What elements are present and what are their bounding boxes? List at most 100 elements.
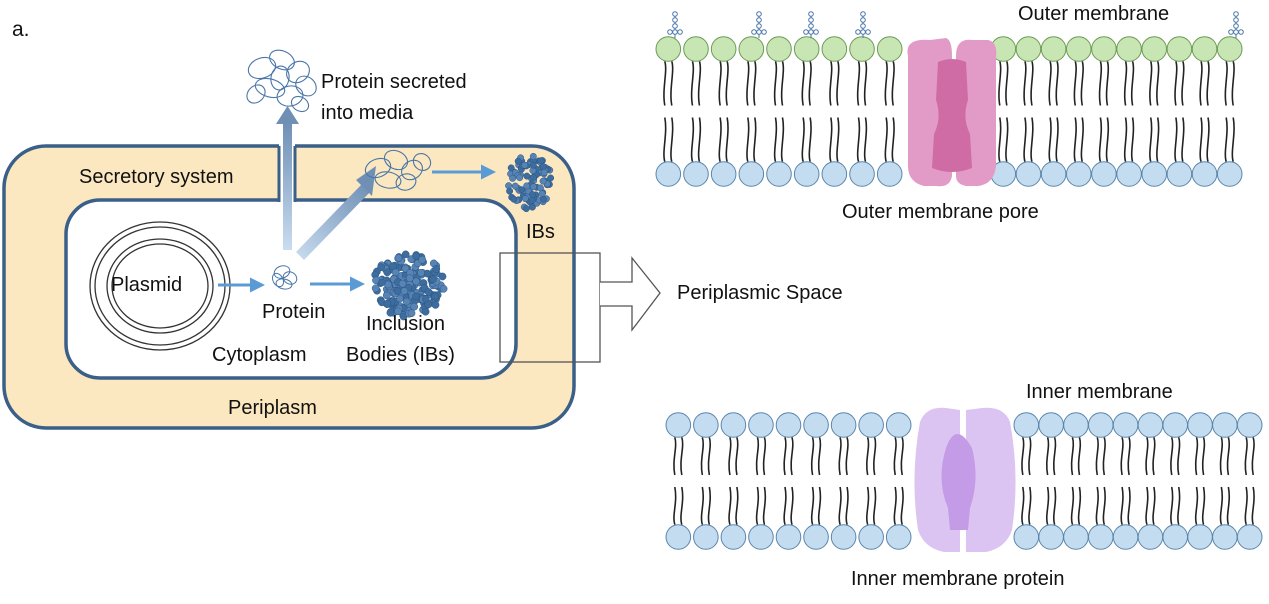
lipid-head xyxy=(720,524,747,550)
lipid-tail xyxy=(753,61,757,106)
lipid-head xyxy=(821,36,848,62)
lipid-tail xyxy=(810,437,815,476)
lipid-tail xyxy=(1052,486,1057,525)
aggregate-dot xyxy=(405,274,414,283)
ibs-label: IBs xyxy=(526,221,555,243)
lipid-tail xyxy=(856,61,861,106)
aggregate-dot xyxy=(401,264,410,273)
lipid-tail xyxy=(1174,61,1178,106)
lipid-tail xyxy=(1095,486,1099,525)
lipid-head xyxy=(1162,524,1189,550)
lipid-tail xyxy=(1105,117,1110,162)
lipid-head xyxy=(858,524,884,550)
lipid-tail xyxy=(1023,117,1027,162)
outer-membrane-pore xyxy=(907,38,997,187)
lipid-head xyxy=(1116,161,1142,187)
lipid-tail xyxy=(884,61,888,106)
lipid-tail xyxy=(900,437,904,476)
lipid-tail xyxy=(900,486,904,525)
lipid-tail xyxy=(1145,486,1149,525)
aggregate-dot xyxy=(393,287,402,295)
plasmid-label: Plasmid xyxy=(111,274,182,296)
lipid-tail xyxy=(1219,486,1224,525)
panel-label: a. xyxy=(12,18,30,41)
aggregate-dot xyxy=(400,287,409,295)
lipid-head xyxy=(858,412,884,438)
lipid-tail xyxy=(1201,486,1206,525)
lipid-tail xyxy=(838,486,842,525)
lipid-tail xyxy=(1231,61,1235,106)
lipid-tail xyxy=(690,61,695,106)
lipid-head xyxy=(1187,524,1213,550)
lipid-head xyxy=(1063,412,1089,438)
lipid-tail xyxy=(1021,437,1025,476)
lipid-tail xyxy=(1120,437,1124,476)
aggregate-dot xyxy=(389,262,397,270)
lipid-tail xyxy=(1244,437,1248,476)
lipid-tail xyxy=(707,437,711,476)
lipid-tail xyxy=(1105,61,1110,106)
lipid-head xyxy=(748,412,774,438)
cytoplasm-label: Cytoplasm xyxy=(212,344,306,366)
lipid-head xyxy=(1091,161,1117,187)
lipid-tail xyxy=(1055,117,1059,162)
lipid-tail xyxy=(670,61,674,106)
lipid-tail xyxy=(1226,437,1231,476)
lipid-head xyxy=(830,524,857,550)
aggregate-dot xyxy=(396,294,404,303)
lipid-head xyxy=(793,36,820,62)
lipid-tail xyxy=(998,117,1002,162)
aggregate-dot xyxy=(412,277,420,286)
lipid-tail xyxy=(746,61,750,106)
lipid-tail xyxy=(1145,437,1149,476)
lipid-tail xyxy=(801,117,805,162)
lipid-head xyxy=(683,36,709,62)
lipid-head xyxy=(1191,36,1218,62)
aggregate-dot xyxy=(428,275,437,284)
lipid-head xyxy=(766,36,792,62)
aggregate-dot xyxy=(383,268,392,277)
lipid-tail xyxy=(1231,117,1235,162)
lipid-tail xyxy=(1070,437,1075,476)
lipid-tail xyxy=(783,486,787,525)
lipid-head xyxy=(693,412,719,438)
lps-sugar-icon xyxy=(1228,11,1244,38)
lipid-tail xyxy=(1177,437,1181,476)
periplasmic-space-label: Periplasmic Space xyxy=(677,282,843,304)
aggregate-dot xyxy=(438,272,447,281)
lipid-tail xyxy=(817,437,822,476)
zoom-box xyxy=(499,252,601,363)
lipid-tail xyxy=(1152,437,1156,476)
lipid-tail xyxy=(790,486,794,525)
lipid-head xyxy=(775,412,802,438)
periplasmic-protein-icon xyxy=(364,149,432,191)
aggregate-dot xyxy=(521,195,529,203)
lipid-tail xyxy=(1123,117,1128,162)
lipid-tail xyxy=(1251,486,1255,525)
lipid-head xyxy=(1015,161,1042,187)
aggregate-dot xyxy=(382,291,391,300)
inner-membrane-lipids xyxy=(665,412,1263,550)
aggregate-dot xyxy=(410,302,419,311)
lipid-head xyxy=(1236,524,1263,550)
lipid-head xyxy=(1212,524,1238,550)
lipid-tail xyxy=(773,61,778,106)
aggregate-dot xyxy=(536,184,544,192)
lipid-tail xyxy=(1181,61,1185,106)
lipid-tail xyxy=(1156,117,1160,162)
lipid-tail xyxy=(1130,61,1135,106)
protein-label: Protein xyxy=(262,301,325,323)
secretory-system-label: Secretory system xyxy=(79,166,233,188)
lipid-tail xyxy=(891,61,895,106)
lipid-head xyxy=(775,524,802,550)
lipid-tail xyxy=(1102,486,1106,525)
lipid-tail xyxy=(1127,437,1131,476)
lipid-tail xyxy=(808,117,812,162)
lipid-tail xyxy=(1080,117,1084,162)
aggregate-dot xyxy=(377,263,385,272)
lipid-tail xyxy=(663,61,667,106)
lipid-head xyxy=(1166,36,1193,62)
lipid-head xyxy=(1137,524,1164,550)
lipid-head xyxy=(1013,524,1040,550)
